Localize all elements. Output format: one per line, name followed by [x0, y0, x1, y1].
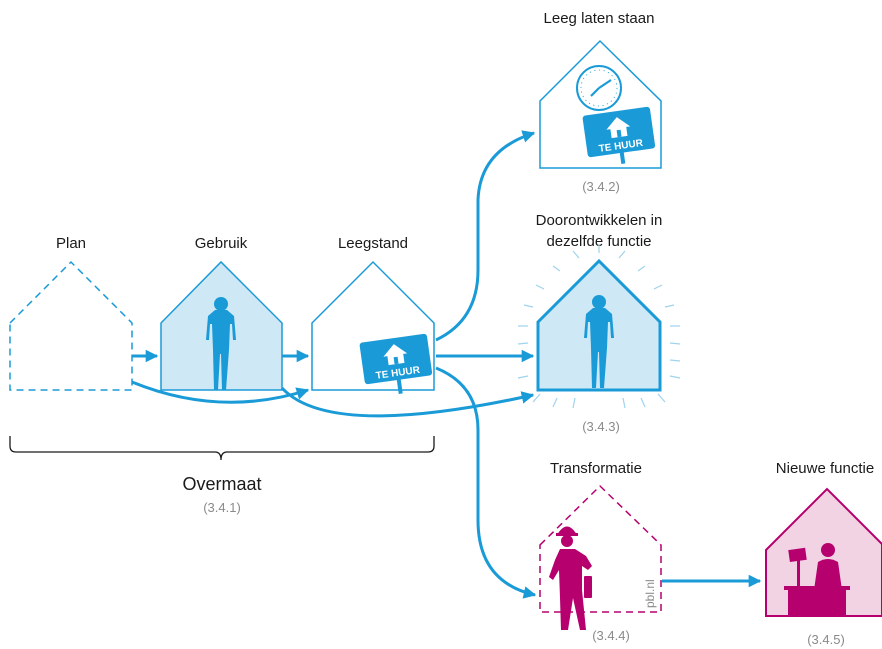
credit-text: pbl.nl [643, 579, 657, 608]
gebruik-label: Gebruik [195, 235, 248, 252]
arrow-leegstand-leeglatenstaan [435, 130, 536, 342]
ref-3-4-3: (3.4.3) [582, 419, 620, 434]
flow-arrows [131, 130, 762, 599]
arrow-plan-leegstand-curve [131, 380, 310, 404]
doorontwikkelen-label-line1: Doorontwikkelen in [536, 212, 663, 229]
plan-label: Plan [56, 235, 86, 252]
ref-3-4-4: (3.4.4) [592, 628, 630, 643]
construction-worker-icon [549, 526, 592, 630]
arrow-leegstand-transformatie [435, 366, 537, 599]
leeg-laten-staan-label: Leeg laten staan [544, 10, 655, 27]
glow-rays [517, 244, 681, 409]
overmaat-bracket [9, 436, 435, 461]
ref-3-4-2: (3.4.2) [582, 179, 620, 194]
doorontwikkelen-label-line2: dezelfde functie [546, 233, 651, 250]
plan-house-icon [9, 260, 133, 391]
for-rent-sign-icon: TE HUUR [359, 333, 433, 394]
nieuwe-functie-label: Nieuwe functie [776, 460, 874, 477]
transformatie-label: Transformatie [550, 460, 642, 477]
arrow-gebruik-doorontwikkelen-curve [280, 386, 535, 418]
leegstand-label: Leegstand [338, 235, 408, 252]
ref-3-4-1: (3.4.1) [203, 500, 241, 515]
overmaat-label: Overmaat [182, 474, 261, 494]
clock-icon [576, 65, 622, 111]
ref-3-4-5: (3.4.5) [807, 632, 845, 647]
for-rent-sign-icon: TE HUUR [582, 106, 656, 164]
counter-clerk-icon [784, 543, 850, 616]
